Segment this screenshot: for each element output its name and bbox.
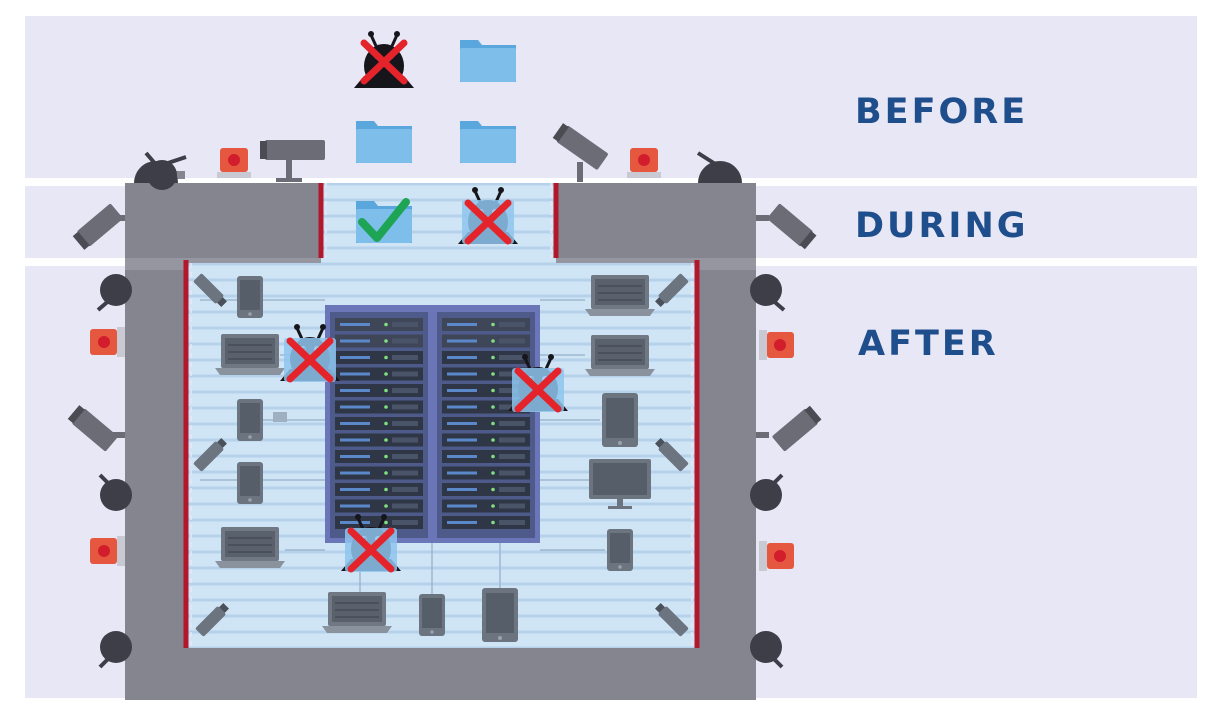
folder-icon bbox=[356, 121, 412, 163]
dome-camera-icon bbox=[98, 631, 132, 669]
server-unit bbox=[442, 400, 530, 414]
security-camera-icon bbox=[772, 405, 822, 451]
security-camera-icon bbox=[552, 123, 608, 170]
devices bbox=[193, 273, 689, 642]
stage-label-after: AFTER bbox=[858, 324, 999, 364]
security-camera-icon bbox=[767, 204, 817, 250]
green-check-icon bbox=[358, 198, 410, 242]
folder-icon bbox=[273, 412, 287, 422]
server-rack-left bbox=[330, 312, 428, 538]
server-unit bbox=[442, 318, 530, 331]
server-unit bbox=[335, 466, 423, 480]
dome-camera-icon bbox=[750, 631, 784, 669]
server-unit bbox=[335, 433, 423, 447]
server-unit bbox=[442, 499, 530, 513]
tablet-icon bbox=[602, 393, 638, 447]
server-unit bbox=[335, 483, 423, 496]
server-unit bbox=[442, 466, 530, 480]
phone-icon bbox=[237, 276, 263, 318]
server-unit bbox=[335, 499, 423, 513]
alarm-light-icon bbox=[217, 148, 251, 178]
server-unit bbox=[335, 384, 423, 397]
server-unit bbox=[442, 367, 530, 381]
stage-label-during: DURING bbox=[855, 206, 1029, 246]
server-unit bbox=[335, 318, 423, 331]
phone-icon bbox=[419, 594, 445, 636]
server-unit bbox=[442, 417, 530, 430]
stage-label-before: BEFORE bbox=[855, 92, 1029, 132]
laptop-icon bbox=[214, 333, 286, 376]
server-unit bbox=[442, 351, 530, 364]
tablet-icon bbox=[482, 588, 518, 642]
server-unit bbox=[335, 417, 423, 430]
server-racks bbox=[325, 305, 540, 543]
laptop-icon bbox=[214, 526, 286, 569]
phone-icon bbox=[237, 462, 263, 504]
dome-camera-icon bbox=[96, 274, 132, 312]
server-unit bbox=[442, 516, 530, 529]
dome-camera-icon bbox=[696, 151, 742, 183]
alarm-light-icon bbox=[90, 327, 125, 357]
alarm-light-icon bbox=[759, 330, 794, 360]
server-unit bbox=[442, 334, 530, 348]
server-unit bbox=[335, 450, 423, 463]
perimeter-security bbox=[67, 123, 822, 669]
server-unit bbox=[335, 400, 423, 414]
alarm-light-icon bbox=[627, 148, 661, 178]
server-unit bbox=[442, 384, 530, 397]
dome-camera-icon bbox=[134, 155, 187, 183]
security-camera-icon bbox=[260, 140, 325, 182]
server-unit bbox=[335, 334, 423, 348]
laptop-icon bbox=[321, 591, 393, 634]
dome-camera-icon bbox=[750, 473, 784, 511]
server-unit bbox=[442, 433, 530, 447]
server-unit bbox=[442, 483, 530, 496]
server-unit bbox=[442, 450, 530, 463]
security-camera-icon bbox=[67, 405, 118, 451]
laptop-icon bbox=[584, 334, 656, 377]
server-unit bbox=[335, 351, 423, 364]
before-items bbox=[352, 29, 516, 163]
alarm-light-icon bbox=[759, 541, 794, 571]
laptop-icon bbox=[584, 274, 656, 317]
security-camera-icon bbox=[72, 204, 123, 250]
phone-icon bbox=[237, 399, 263, 441]
phone-icon bbox=[607, 529, 633, 571]
dome-camera-icon bbox=[750, 274, 786, 312]
folder-icon bbox=[460, 40, 516, 82]
during-items bbox=[356, 185, 520, 246]
server-rack-right bbox=[437, 312, 535, 538]
dome-camera-icon bbox=[98, 473, 132, 511]
server-unit bbox=[335, 367, 423, 381]
alarm-light-icon bbox=[90, 536, 125, 566]
folder-icon bbox=[460, 121, 516, 163]
building-walls bbox=[125, 183, 756, 700]
